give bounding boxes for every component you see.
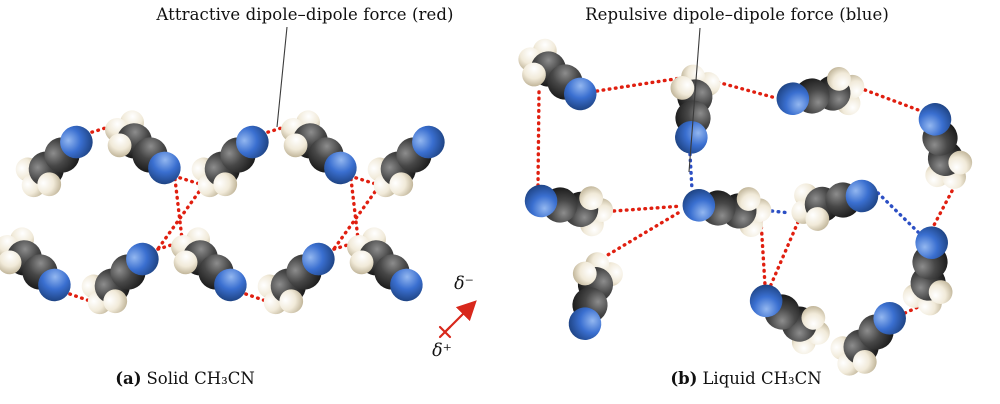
attractive-force-bond [536,90,541,187]
nitrogen-atom [236,125,269,159]
caption-liquid-text: Liquid CH₃CN [702,369,822,388]
repulsive-force-label: Repulsive dipole–dipole force (blue) [585,5,889,24]
nitrogen-atom [915,226,948,259]
nitrogen-atom [38,268,71,302]
ch3cn-molecule [568,252,623,340]
nitrogen-atom [524,184,558,218]
repulsive-force-bond [876,191,920,234]
ch3cn-molecule [191,125,269,198]
hydrogen-atom [801,305,826,330]
delta-minus-label: δ⁻ [454,274,474,294]
attractive-force-bond [759,219,767,287]
panel-solid [0,110,445,315]
hydrogen-atom [736,187,761,211]
nitrogen-atom [749,284,783,318]
hydrogen-atom [279,289,304,314]
caption-liquid: (b)Liquid CH₃CN [670,369,821,388]
ch3cn-molecule [830,302,906,376]
ch3cn-molecule [171,227,247,302]
hydrogen-atom [522,62,546,87]
ch3cn-molecule [367,125,445,198]
repulsive-pointer-line [688,27,701,173]
nitrogen-atom [412,125,445,159]
nitrogen-atom [390,268,423,302]
attractive-force-bond [768,220,800,289]
ch3cn-molecule [0,227,71,302]
ch3cn-molecule [749,284,830,355]
hydrogen-atom [827,67,851,91]
attractive-force-bond [604,211,680,258]
nitrogen-atom [214,268,247,302]
hydrogen-atom [572,261,597,286]
hydrogen-atom [213,172,238,197]
attractive-force-bond [903,305,920,315]
nitrogen-atom [873,302,906,335]
hydrogen-atom [389,172,414,197]
ch3cn-molecule [791,179,879,231]
nitrogen-atom [568,307,602,340]
hydrogen-atom [283,133,308,158]
attractive-force-bond [595,76,683,93]
hydrogen-atom [948,150,973,175]
ch3cn-molecule [81,242,159,315]
hydrogen-atom [852,349,877,374]
ch3cn-molecule [281,110,357,185]
hydrogen-atom [349,250,374,275]
ch3cn-molecule [15,125,93,198]
ch3cn-molecule [105,110,181,185]
attractive-force-bond [349,177,360,241]
hydrogen-atom [670,76,695,100]
hydrogen-atom [103,289,128,314]
ch3cn-molecule [776,67,865,116]
attractive-force-bond [863,88,923,113]
attractive-force-label: Attractive dipole–dipole force (red) [156,5,454,24]
attractive-force-bond [329,187,379,255]
attractive-pointer-line [276,26,288,128]
ch3cn-molecule [518,38,597,111]
caption-liquid-marker: (b) [670,369,698,388]
dipole-direction-indicator [438,300,477,339]
ch3cn-molecule [257,242,335,315]
hydrogen-atom [107,133,132,158]
hydrogen-atom [173,250,198,275]
attractive-force-bond [931,189,954,229]
hydrogen-atom [928,280,953,304]
nitrogen-atom [845,179,879,213]
attractive-force-bond [153,187,203,255]
nitrogen-atom [60,125,93,159]
delta-plus-label: δ⁺ [432,341,452,361]
panel-liquid [518,38,973,376]
nitrogen-atom [563,77,597,111]
ch3cn-molecule [902,226,953,316]
hydrogen-atom [0,250,22,275]
attractive-force-bond [612,204,684,213]
nitrogen-atom [324,151,357,185]
ch3cn-molecule [524,184,614,237]
nitrogen-atom [126,242,159,276]
nitrogen-atom [302,242,335,276]
hydrogen-atom [805,207,830,231]
hydrogen-atom [37,172,62,197]
ch3cn-molecule [918,103,973,189]
nitrogen-atom [682,189,716,222]
ch3cn-molecule [347,227,423,302]
dipole-cross-stroke-2 [438,325,452,339]
attractive-force-bond [173,177,184,241]
hydrogen-atom [579,186,604,211]
nitrogen-atom [148,151,181,185]
nitrogen-atom [776,82,810,115]
ch3cn-molecule [682,187,772,237]
caption-solid-text: Solid CH₃CN [146,369,255,388]
repulsive-force-bond [770,209,792,215]
nitrogen-atom [918,103,952,136]
caption-solid: (a)Solid CH₃CN [115,369,255,388]
caption-solid-marker: (a) [115,369,142,388]
